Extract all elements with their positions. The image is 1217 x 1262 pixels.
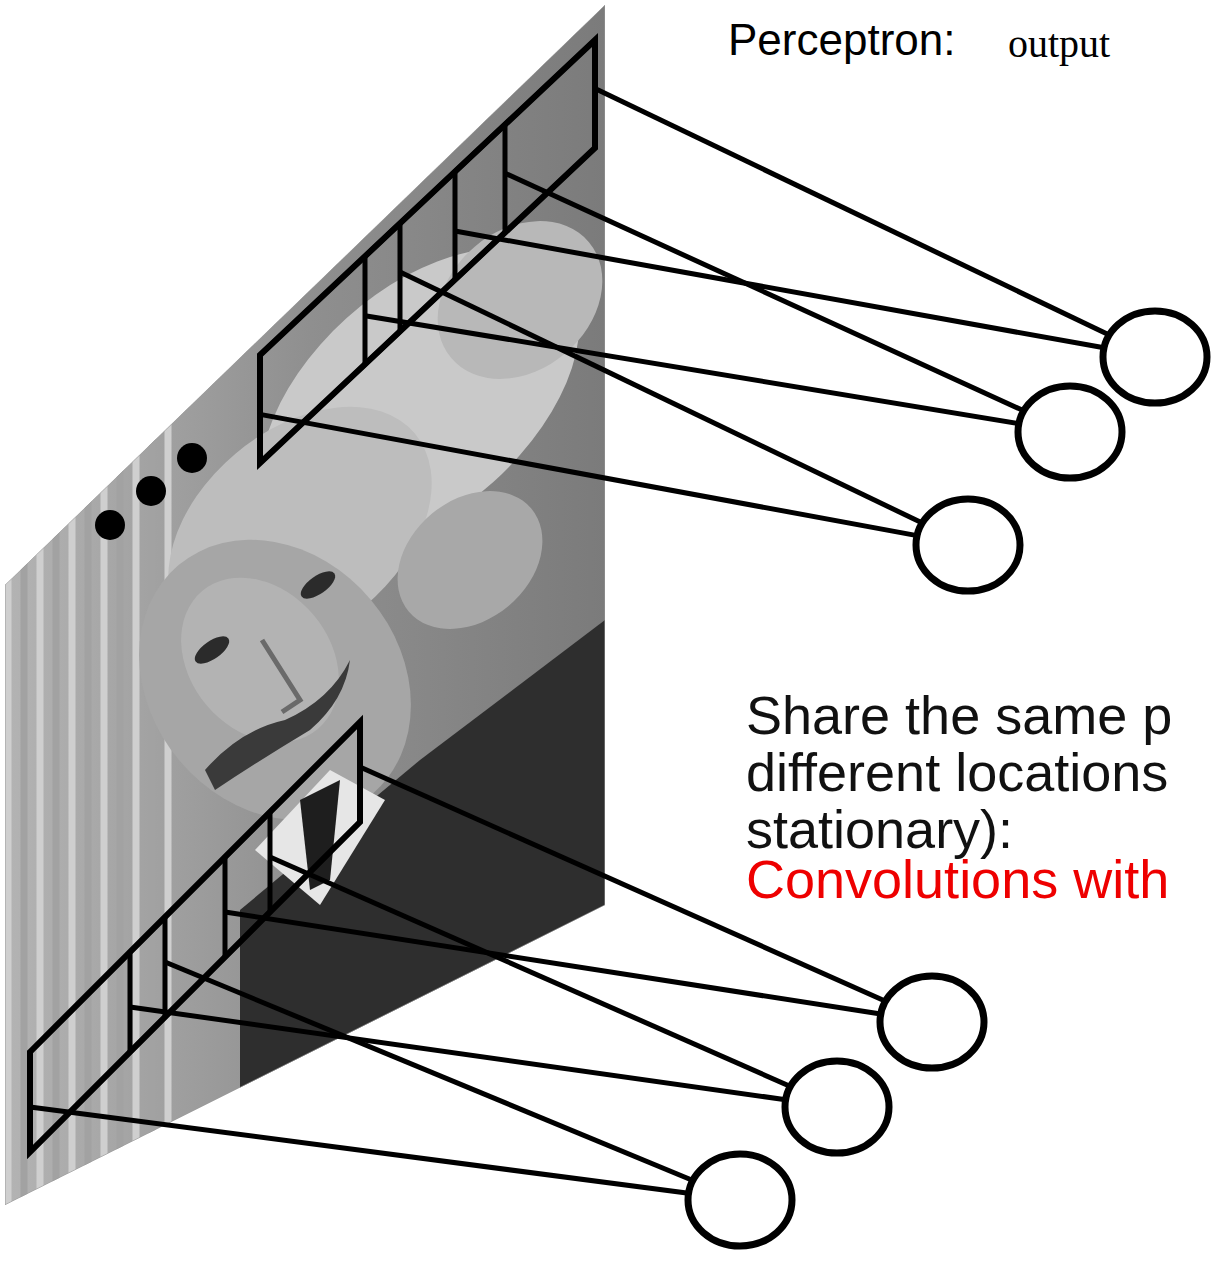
neuron-circle xyxy=(1018,386,1122,478)
suit xyxy=(240,620,605,1090)
receptive-field-box xyxy=(30,722,360,1152)
neuron-circle xyxy=(880,976,984,1068)
eye xyxy=(190,631,233,669)
connection-line xyxy=(505,173,1024,411)
label-box: Convolutions with xyxy=(746,851,1169,908)
curtain-stripe xyxy=(117,0,124,1262)
eye xyxy=(296,566,339,604)
note-text: Share the same p different locations sta… xyxy=(746,687,1196,858)
connection-line xyxy=(130,1007,786,1100)
ellipsis-dot xyxy=(136,476,166,506)
curtain-stripe xyxy=(53,0,60,1262)
mustache xyxy=(205,660,350,790)
receptive-window xyxy=(365,125,505,365)
receptive-field-box xyxy=(260,40,595,463)
ellipsis-dot xyxy=(95,510,125,540)
label-box: output xyxy=(1008,16,1110,72)
nose xyxy=(262,640,300,712)
curtain-stripe xyxy=(133,0,140,1262)
connection-line xyxy=(365,316,1019,424)
neuron-circle xyxy=(785,1061,889,1153)
curtain-stripe xyxy=(21,0,28,1262)
connection-line xyxy=(165,962,693,1181)
connection-line xyxy=(400,272,922,523)
curtain-stripe xyxy=(85,0,92,1262)
neuron-circle xyxy=(688,1154,792,1246)
curtain-stripe xyxy=(69,0,76,1262)
hair xyxy=(370,463,570,658)
formula-text: output xyxy=(1008,16,1110,72)
highlight-text: Convolutions with xyxy=(746,851,1169,908)
photo-edge xyxy=(5,5,605,1205)
label-box: Share the same p different locations sta… xyxy=(746,687,1196,858)
receptive-window xyxy=(260,223,400,463)
connection-line xyxy=(595,89,1109,335)
shirt xyxy=(255,770,385,905)
label-box: Perceptron: xyxy=(728,12,955,68)
heading-text: Perceptron: xyxy=(728,12,955,68)
receptive-field-group xyxy=(260,40,1207,591)
curtain-stripe xyxy=(37,0,44,1262)
connection-line xyxy=(455,231,1104,348)
connection-line xyxy=(30,1107,689,1193)
photo-background xyxy=(0,0,620,1262)
neuron-circle xyxy=(916,499,1020,591)
neuron-circle xyxy=(1103,311,1207,403)
curtain-stripe xyxy=(5,0,12,1262)
receptive-window xyxy=(455,40,595,280)
connection-line xyxy=(270,857,790,1086)
connection-line xyxy=(225,912,881,1014)
ellipsis-dot xyxy=(177,443,207,473)
